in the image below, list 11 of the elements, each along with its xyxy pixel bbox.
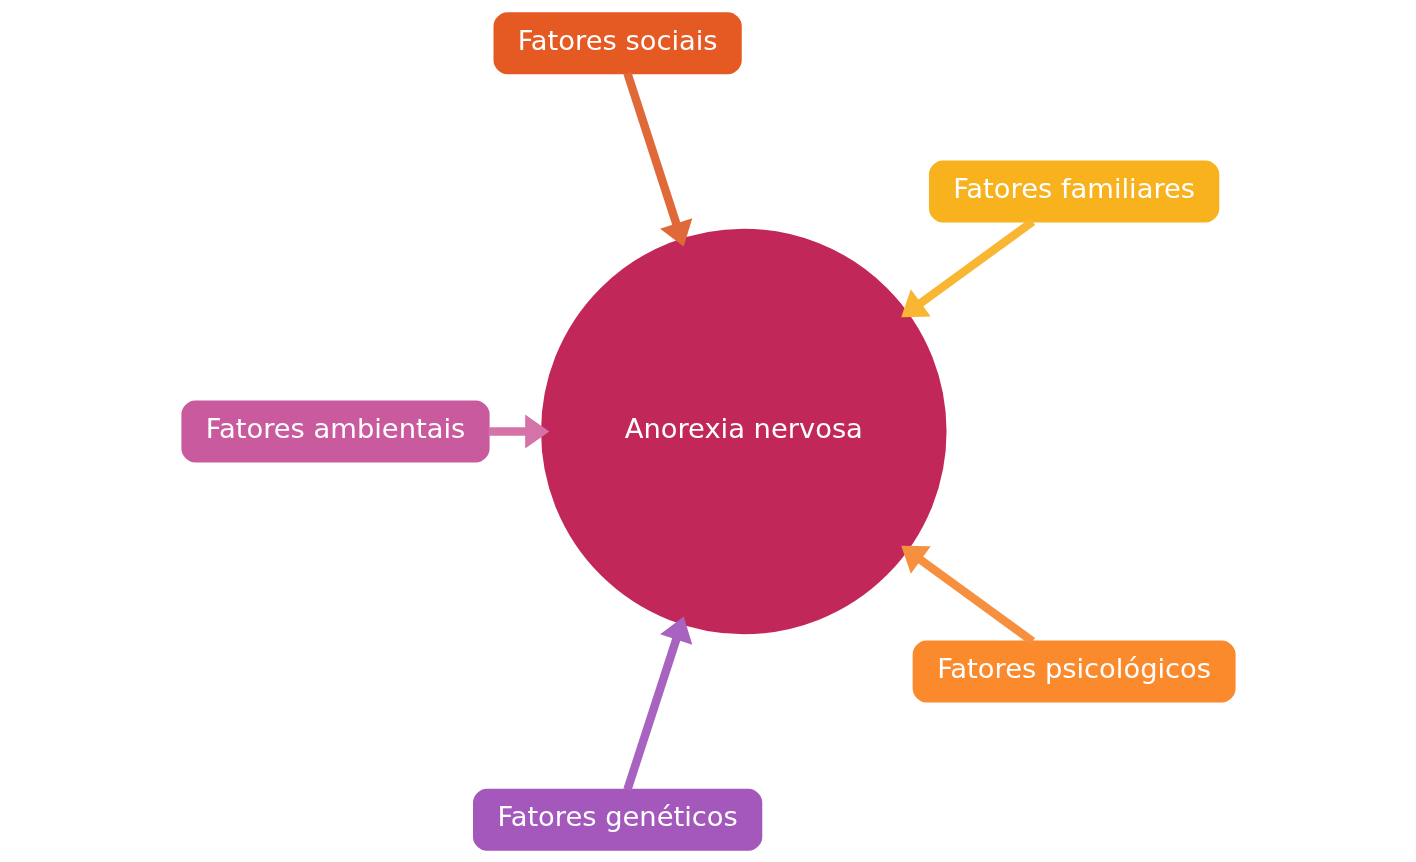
node-box: Fatores psicológicos [912,639,1236,702]
arrow [488,414,549,448]
arrow [622,616,692,791]
node-box: Fatores familiares [928,160,1219,223]
node-box: Fatores ambientais [180,399,490,463]
node-box: Fatores sociais [493,11,742,74]
arrow [900,217,1035,317]
arrow [900,545,1035,645]
node-box: Fatores genéticos [472,788,762,851]
node-circle: Anorexia nervosa [540,228,947,634]
arrow [622,71,692,246]
